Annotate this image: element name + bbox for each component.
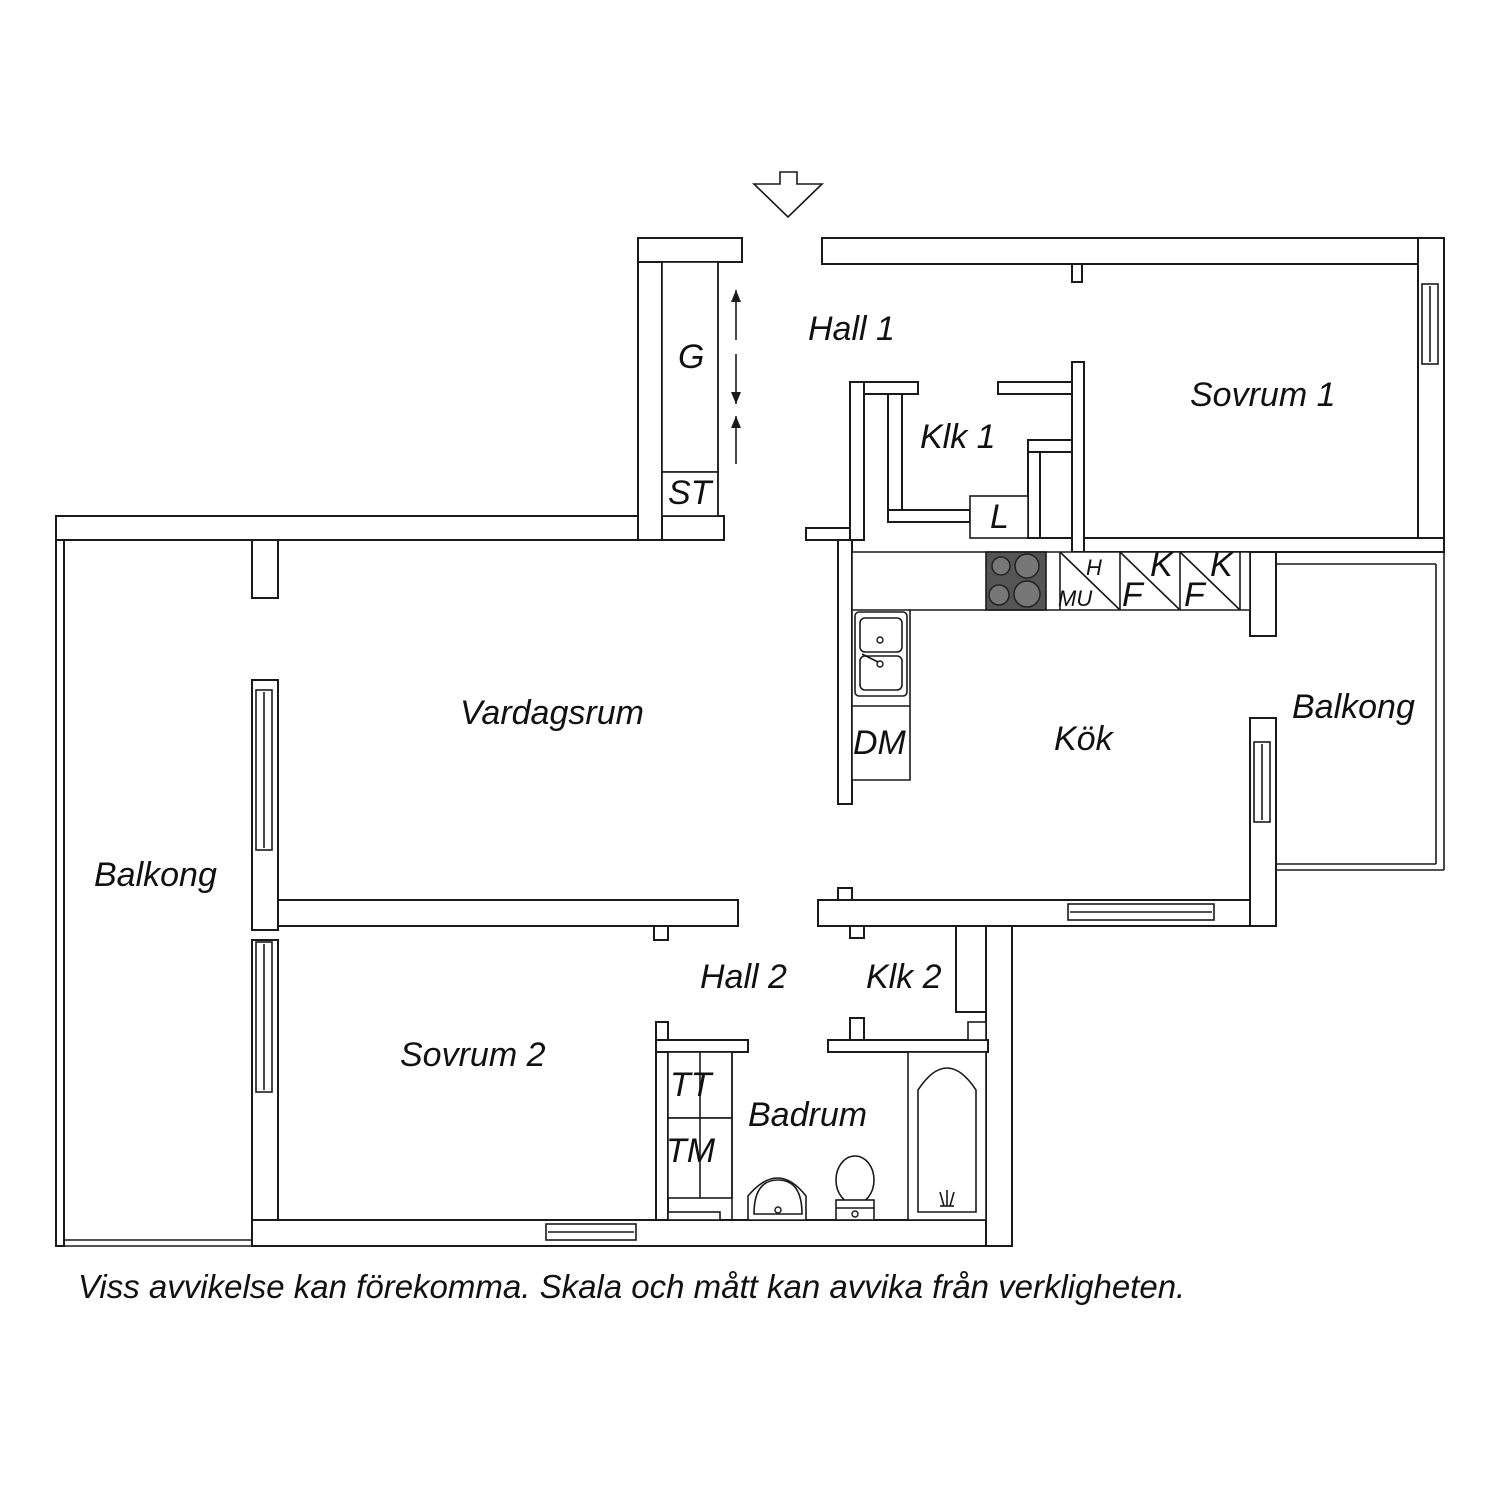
room-label-badrum: Badrum xyxy=(748,1096,867,1134)
fixture-label-h: H xyxy=(1086,555,1102,580)
fixture-label-f2: F xyxy=(1184,576,1207,614)
fixture-label-tm: TM xyxy=(666,1132,716,1170)
walls xyxy=(55,237,1445,1247)
fixture-label-st: ST xyxy=(668,474,714,512)
washbasin-icon xyxy=(747,1177,807,1221)
kitchen-counters xyxy=(851,551,1251,781)
fixture-label-mu: MU xyxy=(1058,586,1092,611)
fixture-label-dm: DM xyxy=(853,724,907,762)
bathroom-walls xyxy=(655,925,989,1221)
kitchen-sink-icon xyxy=(854,611,908,697)
disclaimer-text: Viss avvikelse kan förekomma. Skala och … xyxy=(78,1268,1186,1305)
room-label-klk-1: Klk 1 xyxy=(920,418,996,456)
klk-1-closet xyxy=(849,381,1073,541)
fixture-label-k1: K xyxy=(1150,546,1174,584)
room-label-kok: Kök xyxy=(1054,720,1115,758)
toilet-icon xyxy=(835,1155,875,1221)
room-label-sovrum-1: Sovrum 1 xyxy=(1190,376,1336,414)
room-label-sovrum-2: Sovrum 2 xyxy=(400,1036,546,1074)
bathtub-icon xyxy=(907,1051,987,1221)
fixture-label-f1: F xyxy=(1122,576,1145,614)
fixture-label-tt: TT xyxy=(670,1066,714,1104)
fixture-label-k2: K xyxy=(1210,546,1234,584)
stove-icon xyxy=(985,551,1047,611)
room-label-klk-2: Klk 2 xyxy=(866,958,942,996)
fixture-label-g: G xyxy=(678,338,704,376)
entrance-arrow-icon xyxy=(752,171,824,219)
room-label-hall-1: Hall 1 xyxy=(808,310,895,348)
room-label-hall-2: Hall 2 xyxy=(700,958,787,996)
room-label-balkong-left: Balkong xyxy=(94,856,217,894)
room-label-vardagsrum: Vardagsrum xyxy=(460,694,644,732)
room-label-balkong-right: Balkong xyxy=(1292,688,1415,726)
fixture-label-l: L xyxy=(990,498,1009,536)
storage-g xyxy=(661,261,741,517)
